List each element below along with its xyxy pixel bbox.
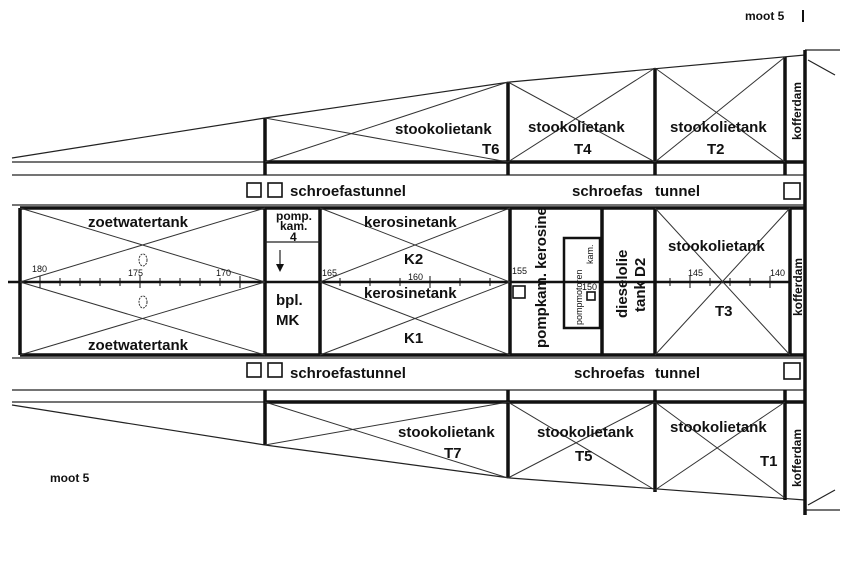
hatch-box <box>586 291 596 301</box>
tunnel-top-left: schroefastunnel <box>290 183 406 200</box>
moot-label-bottom: moot 5 <box>50 471 90 485</box>
pompmotoren-line1: pompmotoren <box>574 269 584 325</box>
t4-id: T4 <box>574 141 592 158</box>
t1-id: T1 <box>760 453 778 470</box>
frame-175: 175 <box>128 268 143 278</box>
frame-165: 165 <box>322 268 337 278</box>
t2-name: stookolietank <box>670 119 767 136</box>
kofferdam-mid: kofferdam <box>791 258 805 316</box>
hatch-box <box>512 285 526 299</box>
frame-180: 180 <box>32 264 47 274</box>
k1-name: kerosinetank <box>364 285 457 302</box>
top-wing-tanks <box>263 50 807 515</box>
frame-160: 160 <box>408 272 423 282</box>
pomp-kam-line1: pomp. <box>276 209 312 223</box>
frame-155: 155 <box>512 266 527 276</box>
t3-id: T3 <box>715 303 733 320</box>
frame-170: 170 <box>216 268 231 278</box>
diesel-line2: tank D2 <box>632 258 649 312</box>
pomp-kam-line3: 4 <box>290 230 297 244</box>
t7-name: stookolietank <box>398 424 495 441</box>
zoetwater-bottom: zoetwatertank <box>88 337 189 354</box>
frame-150: 150 <box>582 282 597 292</box>
kofferdam-top: kofferdam <box>790 82 804 140</box>
hatch-boxes <box>246 182 801 380</box>
bpl-line1: bpl. <box>276 292 303 309</box>
t4-name: stookolietank <box>528 119 625 136</box>
hatch-box <box>783 362 801 380</box>
t1-name: stookolietank <box>670 419 767 436</box>
hatch-box <box>267 182 283 198</box>
hatch-box <box>783 182 801 200</box>
hatch-box <box>246 182 262 198</box>
t2-id: T2 <box>707 141 725 158</box>
pompkam-kerosine-label: pompkam. kerosine <box>533 207 550 348</box>
k2-name: kerosinetank <box>364 214 457 231</box>
bpl-line2: MK <box>276 312 299 329</box>
k2-id: K2 <box>404 251 423 268</box>
diesel-line1: dieselolie <box>614 250 631 318</box>
hatch-box <box>267 362 283 378</box>
hull-lines <box>11 10 840 511</box>
t6-name: stookolietank <box>395 121 492 138</box>
zoetwater-top: zoetwatertank <box>88 214 189 231</box>
t5-id: T5 <box>575 448 593 465</box>
tunnel-bottom-right-a: schroefas <box>574 365 645 382</box>
tunnel-bottom-left: schroefastunnel <box>290 365 406 382</box>
k1-id: K1 <box>404 330 423 347</box>
frame-140: 140 <box>770 268 785 278</box>
moot-label-top: moot 5 <box>745 9 785 23</box>
hatch-box <box>246 362 262 378</box>
central-block <box>8 206 805 357</box>
t6-id: T6 <box>482 141 500 158</box>
t3-name: stookolietank <box>668 238 765 255</box>
t7-id: T7 <box>444 445 462 462</box>
pomp-kam-line2: kam. <box>280 219 307 233</box>
frame-145: 145 <box>688 268 703 278</box>
kofferdam-bottom: kofferdam <box>790 429 804 487</box>
frame-ticks <box>39 276 771 288</box>
bottom-wing-tanks <box>263 390 805 500</box>
pompmotoren-line2: kam. <box>585 244 595 264</box>
tunnel-top-right-b: tunnel <box>655 183 700 200</box>
tunnel-bottom-right-b: tunnel <box>655 365 700 382</box>
t5-name: stookolietank <box>537 424 634 441</box>
tunnel-top-right-a: schroefas <box>572 183 643 200</box>
